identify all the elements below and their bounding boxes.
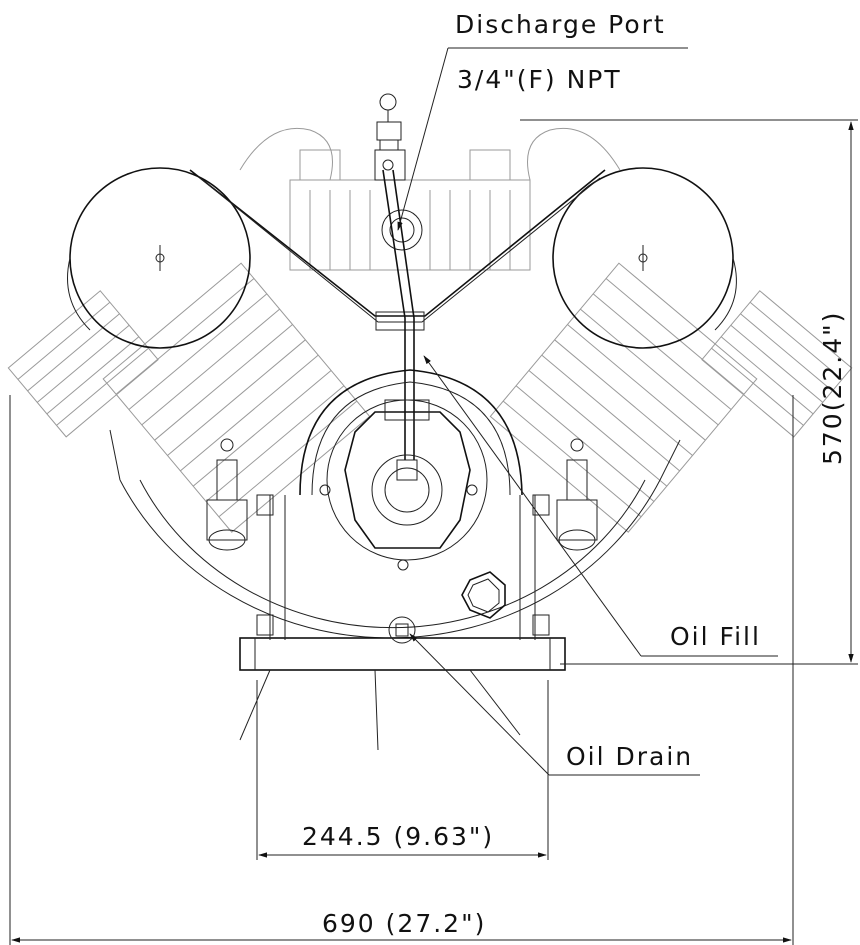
crankcase	[239, 369, 566, 751]
valve-left	[206, 438, 248, 551]
compressor-body	[7, 127, 853, 533]
discharge-spec-label: 3/4"(F) NPT	[457, 65, 622, 94]
belt-guard	[189, 169, 606, 331]
callout-discharge-port: Discharge Port 3/4"(F) NPT	[397, 10, 688, 231]
height-dimension-label: 570(22.4")	[818, 311, 847, 465]
overall-width-label: 690 (27.2")	[322, 909, 486, 938]
dimension-height: 570(22.4")	[520, 119, 858, 665]
intake-filter-right	[552, 167, 737, 349]
callout-oil-fill: Oil Fill	[423, 355, 778, 657]
discharge-port-label: Discharge Port	[455, 10, 666, 39]
dimension-base-width: 244.5 (9.63")	[256, 680, 549, 860]
oil-drain-label: Oil Drain	[566, 742, 693, 771]
callout-oil-drain: Oil Drain	[409, 633, 700, 776]
valve-right	[556, 438, 598, 551]
dimension-overall-width: 690 (27.2")	[9, 395, 794, 945]
base-width-label: 244.5 (9.63")	[302, 822, 494, 851]
oil-fill-label: Oil Fill	[670, 622, 761, 651]
discharge-fitting	[374, 93, 423, 460]
intake-filter-left	[67, 167, 251, 349]
air-tank	[109, 429, 681, 639]
